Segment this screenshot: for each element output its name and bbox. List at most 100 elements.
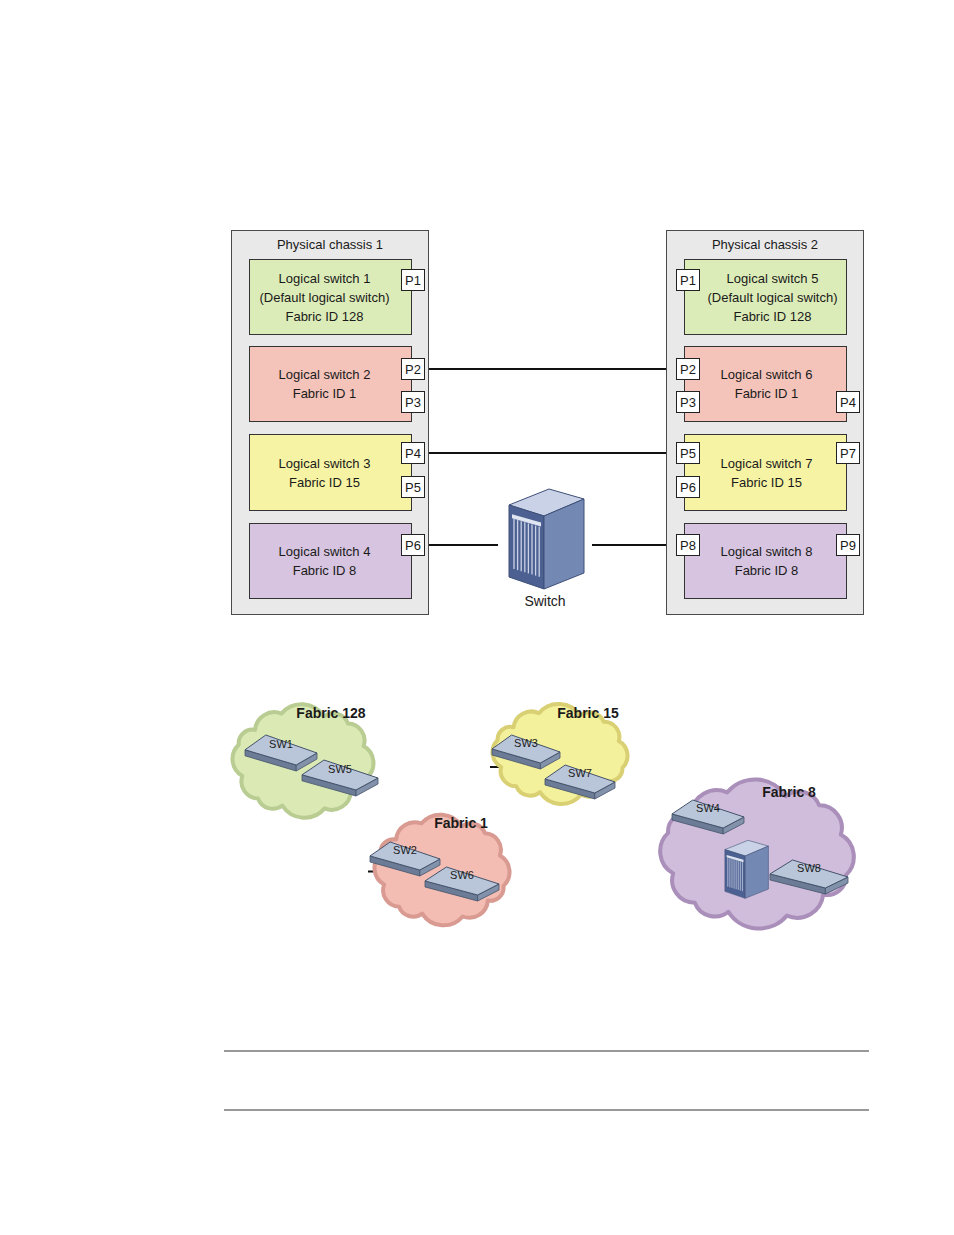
port-box: P1	[676, 269, 700, 291]
tower-grille	[736, 860, 737, 889]
logical-switch: Logical switch 5(Default logical switch)…	[684, 259, 847, 335]
switch-name: SW1	[269, 738, 293, 750]
port-box: P2	[401, 358, 425, 380]
port-label: P6	[405, 538, 421, 553]
cloud-outline	[492, 704, 627, 804]
port-box: P3	[676, 391, 700, 413]
rule-line	[224, 1051, 869, 1052]
switch-label: Fabric ID 1	[735, 384, 799, 403]
link-line	[592, 544, 676, 546]
port-label: P4	[405, 446, 421, 461]
fabric-title: Fabric 15	[557, 705, 618, 721]
fabric-cloud: Fabric 15SW3SW7	[481, 698, 639, 810]
switch-label: Logical switch 1	[279, 269, 371, 288]
port-box: P8	[676, 534, 700, 556]
logical-switch-label: Logical switch 8Fabric ID 8	[701, 524, 832, 598]
logical-switch: Logical switch 6Fabric ID 1P2P3P4	[684, 346, 847, 422]
switch-label: Fabric ID 8	[735, 561, 799, 580]
logical-switch-label: Logical switch 7Fabric ID 15	[701, 435, 832, 510]
cloud-outline	[374, 815, 509, 926]
port-label: P1	[680, 273, 696, 288]
fabric-switch: SW1	[243, 733, 319, 773]
port-label: P2	[680, 362, 696, 377]
port-box: P9	[836, 534, 860, 556]
switch-label: Logical switch 2	[279, 365, 371, 384]
chassis-title: Physical chassis 2	[667, 237, 863, 252]
port-label: P7	[840, 446, 856, 461]
tower-front	[509, 505, 544, 589]
port-box: P5	[676, 442, 700, 464]
tower-grille	[521, 521, 522, 571]
port-box: P3	[401, 391, 425, 413]
tower-grille	[727, 858, 728, 887]
tower-grille	[539, 527, 540, 577]
slab-top	[672, 800, 744, 828]
port-label: P5	[405, 480, 421, 495]
slab-top	[245, 735, 317, 765]
slab-top	[770, 860, 848, 888]
fabric-switch-icon	[725, 840, 769, 898]
port-box: P1	[401, 269, 425, 291]
tower-grille	[740, 862, 741, 891]
tower-side	[745, 846, 768, 898]
tower-grille	[731, 859, 732, 888]
port-box: P7	[836, 442, 860, 464]
tower-grille	[535, 526, 536, 576]
logical-switch-label: Logical switch 2Fabric ID 1	[252, 347, 397, 421]
switch-label: Fabric ID 8	[293, 561, 357, 580]
physical-chassis: Physical chassis 1 Logical switch 1(Defau…	[231, 230, 429, 615]
slab-top	[492, 735, 560, 763]
tower-grille	[524, 522, 525, 572]
cloud-shape	[650, 776, 864, 932]
link-line	[425, 368, 676, 370]
logical-switch-label: Logical switch 6Fabric ID 1	[701, 347, 832, 421]
tower-grille	[734, 860, 735, 889]
port-box: P2	[676, 358, 700, 380]
switch-device: Switch	[498, 485, 592, 613]
tower-grille	[531, 525, 532, 575]
physical-chassis: Physical chassis 2 Logical switch 5(Defau…	[666, 230, 864, 615]
logical-switch-label: Logical switch 1(Default logical switch)…	[252, 260, 397, 334]
logical-switch-label: Logical switch 4Fabric ID 8	[252, 524, 397, 598]
tower-front	[725, 850, 745, 899]
port-box: P5	[401, 476, 425, 498]
switch-label: Logical switch 5	[727, 269, 819, 288]
tower-side	[544, 499, 584, 589]
slab-top	[545, 765, 615, 793]
chassis-title: Physical chassis 1	[232, 237, 428, 252]
tower-grille	[738, 861, 739, 890]
switch-label: Fabric ID 1	[293, 384, 357, 403]
logical-switch-label: Logical switch 3Fabric ID 15	[252, 435, 397, 510]
link-line	[425, 452, 676, 454]
switch-tower	[509, 489, 584, 589]
logical-switch: Logical switch 7Fabric ID 15P5P6P7	[684, 434, 847, 511]
switch-label: (Default logical switch)	[707, 288, 837, 307]
link-line	[425, 544, 498, 546]
tower-grille	[742, 862, 743, 891]
logical-switch: Logical switch 1(Default logical switch)…	[249, 259, 412, 335]
port-label: P6	[680, 480, 696, 495]
fabric-switch: SW2	[368, 840, 442, 878]
rule-line	[224, 1110, 869, 1111]
switch-label: Logical switch 4	[279, 542, 371, 561]
switch-name: SW6	[450, 869, 474, 881]
switch-label: Fabric ID 128	[733, 307, 811, 326]
switch-name: SW2	[393, 844, 417, 856]
switch-caption: Switch	[498, 593, 592, 609]
switch-label: Fabric ID 15	[731, 473, 802, 492]
slab-top	[425, 867, 499, 895]
tower-grille	[517, 520, 518, 570]
switch-label: Logical switch 6	[721, 365, 813, 384]
slab-top	[370, 842, 440, 870]
switch-label: Fabric ID 15	[289, 473, 360, 492]
switch-name: SW7	[568, 767, 592, 779]
port-box: P6	[676, 476, 700, 498]
logical-switch: Logical switch 2Fabric ID 1P2P3	[249, 346, 412, 422]
port-label: P1	[405, 273, 421, 288]
cloud-outline	[660, 779, 854, 928]
switch-name: SW8	[797, 862, 821, 874]
fabric-switch: SW7	[543, 763, 617, 801]
port-box: P4	[401, 442, 425, 464]
switch-label: Logical switch 3	[279, 454, 371, 473]
